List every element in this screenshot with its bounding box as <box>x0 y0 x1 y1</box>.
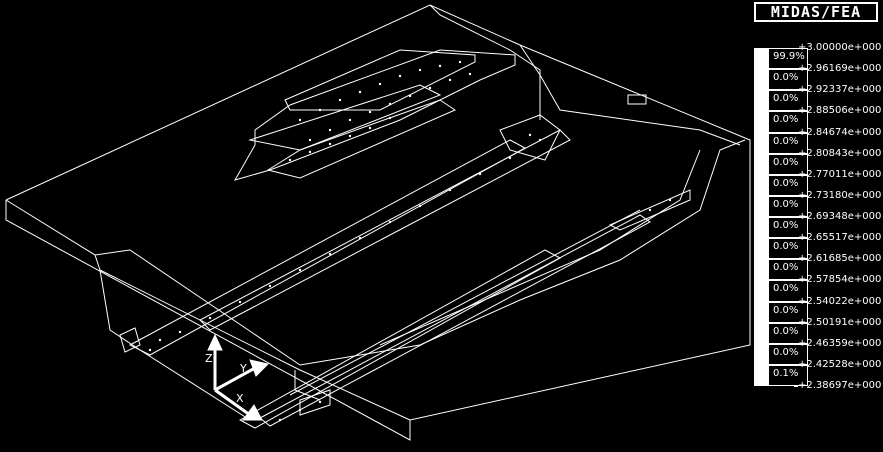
legend-percent-cell: 0.0% <box>768 322 808 344</box>
contour-legend: 99.9%0.0%0.0%0.0%0.0%0.0%0.0%0.0%0.0%0.0… <box>754 40 883 392</box>
legend-value-label: +2.84674e+000 <box>793 126 882 138</box>
legend-percent-cell: 0.0% <box>768 153 808 175</box>
legend-value-label: +2.88506e+000 <box>793 105 882 117</box>
legend-value-label: +2.38697e+000 <box>793 380 882 391</box>
legend-value-label: +2.61685e+000 <box>793 253 882 265</box>
axis-label-y: Y <box>239 362 247 375</box>
legend-percent-cell: 0.1% <box>768 364 808 387</box>
legend-percent-cell: 0.0% <box>768 90 808 112</box>
wireframe-model <box>5 4 751 441</box>
legend-percent-cell: 0.0% <box>768 132 808 154</box>
legend-percent-cell: 0.0% <box>768 238 808 260</box>
legend-value-label: +2.77011e+000 <box>793 168 882 180</box>
legend-percent-cell: 0.0% <box>768 301 808 323</box>
legend-value-label: +3.00000e+000 <box>793 42 882 53</box>
legend-value-label: +2.50191e+000 <box>793 316 882 328</box>
legend-value-label: +2.46359e+000 <box>793 337 882 349</box>
axis-label-z: Z <box>205 352 213 365</box>
legend-value-label: +2.54022e+000 <box>793 295 882 307</box>
legend-percent-cell: 0.0% <box>768 111 808 133</box>
legend-percent-cell: 99.9% <box>768 48 808 70</box>
legend-value-label: +2.57854e+000 <box>793 274 882 286</box>
legend-percent-cell: 0.0% <box>768 174 808 196</box>
legend-value-label: +2.92337e+000 <box>793 84 882 96</box>
legend-value-label: +2.65517e+000 <box>793 232 882 244</box>
legend-value-label: +2.69348e+000 <box>793 211 882 222</box>
app-logo: MIDAS/FEA <box>754 2 878 22</box>
legend-value-label: +2.73180e+000 <box>793 189 882 201</box>
axis-label-x: X <box>236 392 244 405</box>
axis-triad <box>207 333 269 421</box>
legend-value-label: +2.96169e+000 <box>793 63 882 75</box>
legend-value-label: +2.42528e+000 <box>793 358 882 370</box>
legend-percent-cell: 0.0% <box>768 195 808 218</box>
legend-color-bar <box>754 48 768 386</box>
node-markers <box>148 60 672 422</box>
legend-percent-cell: 0.0% <box>768 69 808 91</box>
legend-percent-cell: 0.0% <box>768 259 808 281</box>
legend-percent-cell: 0.0% <box>768 217 808 239</box>
legend-percent-cell: 0.0% <box>768 280 808 302</box>
legend-value-label: +2.80843e+000 <box>793 147 882 159</box>
legend-percent-cell: 0.0% <box>768 343 808 365</box>
